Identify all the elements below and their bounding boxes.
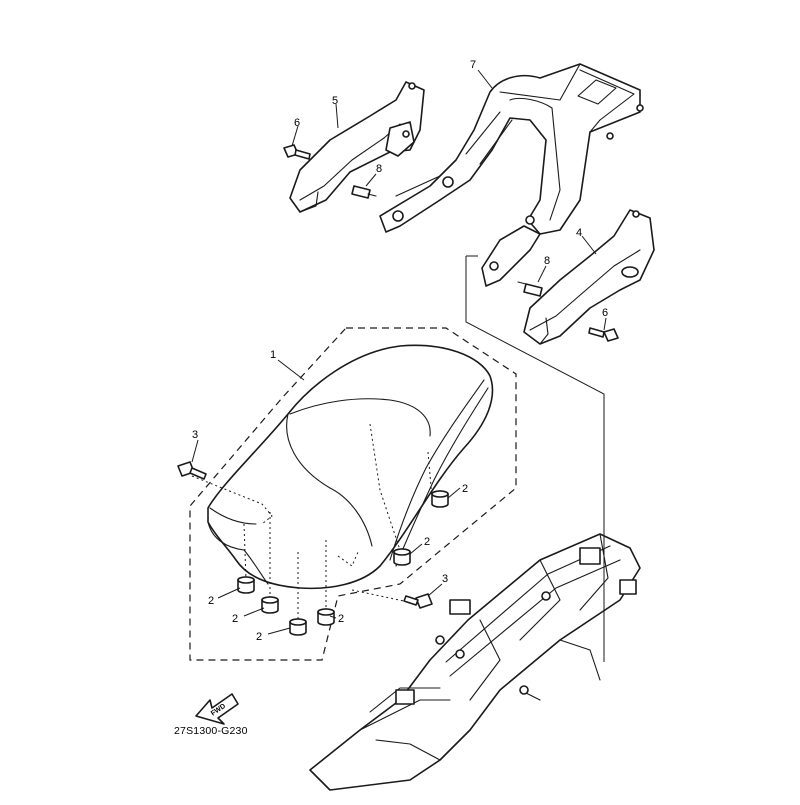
side-cover-right	[523, 209, 655, 345]
grommet	[317, 608, 335, 626]
grab-bar	[379, 63, 644, 287]
bolt	[403, 593, 433, 609]
grommet	[261, 596, 279, 614]
callout-2b: 2	[424, 536, 430, 548]
diagram-code: 27S1300-G230	[174, 725, 248, 737]
grommet	[237, 576, 255, 594]
side-cover-left	[289, 81, 425, 213]
callout-3b: 3	[442, 573, 448, 585]
grommet	[393, 548, 411, 566]
callout-6b: 6	[602, 307, 608, 319]
callout-2c: 2	[208, 595, 214, 607]
callout-8b: 8	[544, 255, 550, 267]
screw	[283, 144, 311, 160]
callout-1: 1	[270, 349, 276, 361]
grommet	[431, 490, 449, 508]
callout-6a: 6	[294, 117, 300, 129]
callout-8a: 8	[376, 163, 382, 175]
bolt	[177, 461, 207, 480]
callout-2e: 2	[256, 631, 262, 643]
callout-5: 5	[332, 95, 338, 107]
collar	[517, 281, 543, 297]
callout-2f: 2	[338, 613, 344, 625]
forward-arrow-icon: FWD	[195, 693, 239, 725]
rear-frame	[309, 533, 641, 791]
callout-2d: 2	[232, 613, 238, 625]
grommet	[289, 618, 307, 636]
callout-7: 7	[470, 59, 476, 71]
collar	[351, 185, 377, 199]
seat	[207, 344, 494, 590]
callout-4: 4	[576, 227, 582, 239]
callout-3a: 3	[192, 429, 198, 441]
callout-2a: 2	[462, 483, 468, 495]
screw	[588, 327, 619, 342]
